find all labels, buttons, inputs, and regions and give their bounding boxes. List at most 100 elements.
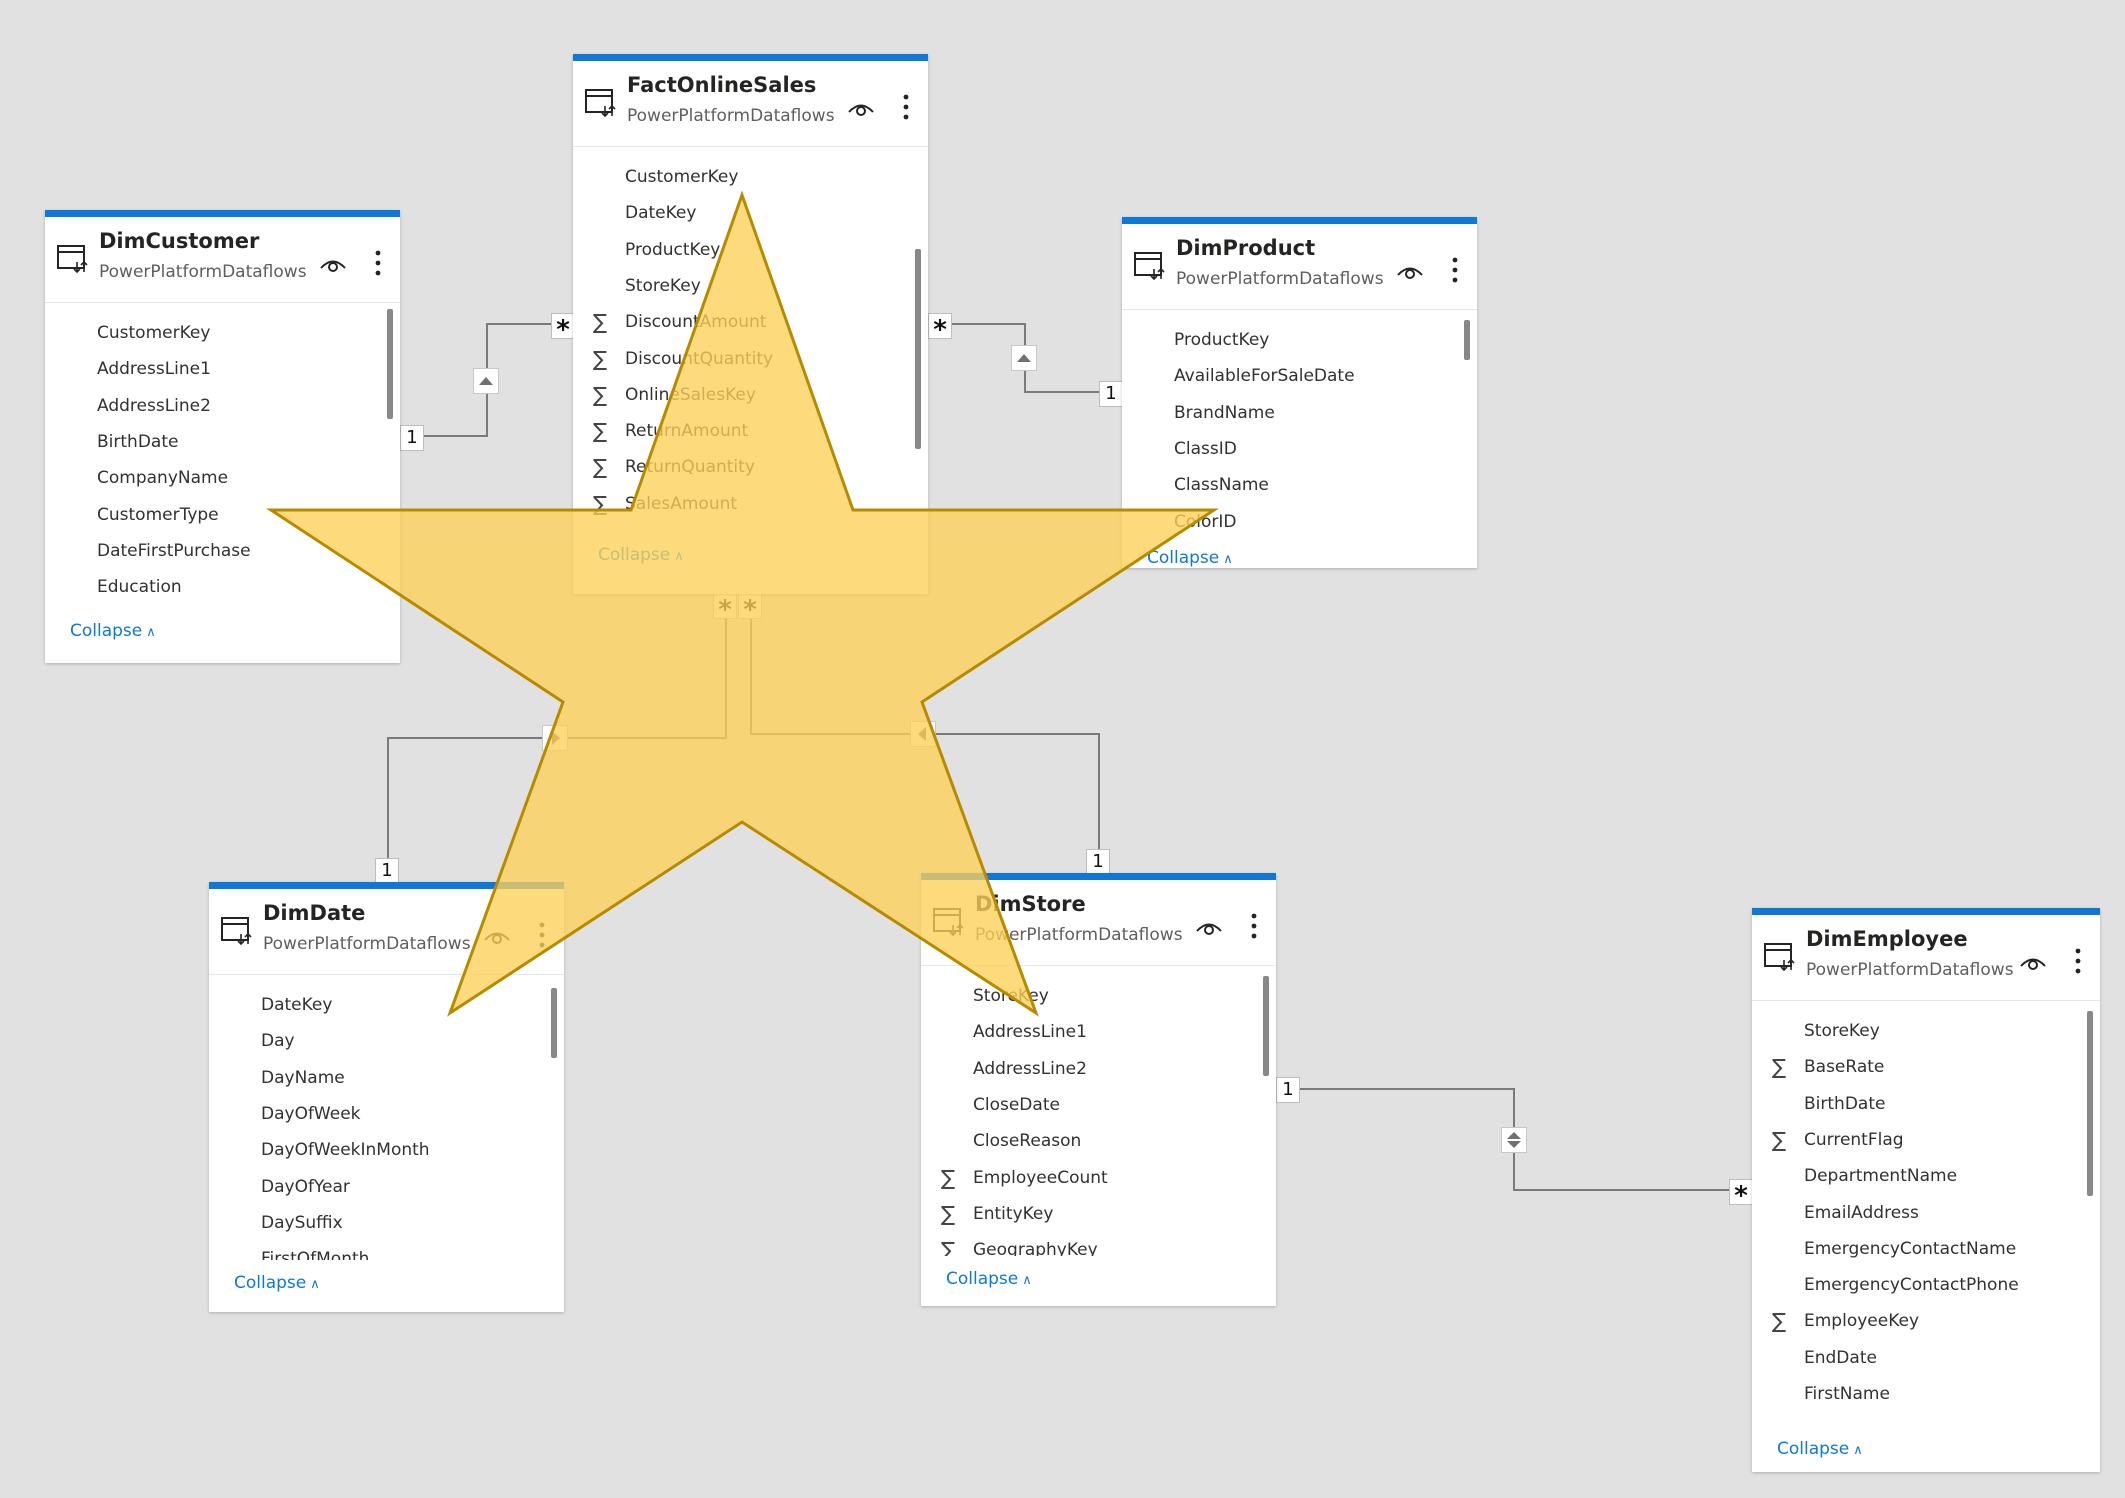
field-row[interactable]: EmergencyContactName bbox=[1752, 1231, 2100, 1267]
field-row[interactable]: StoreKey bbox=[1752, 1013, 2100, 1049]
field-row[interactable]: Education bbox=[45, 569, 400, 605]
visibility-eye-icon[interactable] bbox=[1194, 916, 1224, 938]
field-row[interactable]: EmailAddress bbox=[1752, 1195, 2100, 1231]
field-row[interactable]: ∑DiscountAmount bbox=[573, 304, 928, 340]
field-list-scrollbar[interactable] bbox=[1464, 320, 1470, 360]
crossfilter-both-icon[interactable] bbox=[1501, 1127, 1527, 1153]
field-row[interactable]: AvailableForSaleDate bbox=[1122, 358, 1477, 394]
field-row[interactable]: ∑EntityKey bbox=[921, 1196, 1276, 1232]
field-row[interactable]: DateKey bbox=[573, 195, 928, 231]
field-list-scrollbar[interactable] bbox=[387, 309, 393, 419]
field-row[interactable]: BrandName bbox=[1122, 395, 1477, 431]
field-list-scrollbar[interactable] bbox=[2087, 1011, 2093, 1196]
field-list-scrollbar[interactable] bbox=[551, 988, 557, 1058]
field-row[interactable]: ∑CurrentFlag bbox=[1752, 1122, 2100, 1158]
more-options-icon[interactable] bbox=[536, 921, 548, 949]
field-row[interactable]: ∑EmployeeCount bbox=[921, 1160, 1276, 1196]
field-row[interactable]: CloseReason bbox=[921, 1123, 1276, 1159]
field-row[interactable]: DayOfWeekInMonth bbox=[209, 1132, 564, 1168]
field-row[interactable]: Day bbox=[209, 1023, 564, 1059]
field-row[interactable]: BirthDate bbox=[45, 424, 400, 460]
more-options-icon[interactable] bbox=[900, 93, 912, 121]
field-row[interactable]: DayName bbox=[209, 1060, 564, 1096]
field-row[interactable]: ColorID bbox=[1122, 504, 1477, 536]
field-row[interactable]: AddressLine1 bbox=[921, 1014, 1276, 1050]
field-row[interactable]: AddressLine1 bbox=[45, 351, 400, 387]
rel-one-label: 1 bbox=[375, 858, 399, 884]
collapse-link[interactable]: Collapse∧ bbox=[1777, 1439, 1863, 1459]
visibility-eye-icon[interactable] bbox=[318, 253, 348, 275]
field-row[interactable]: CloseDate bbox=[921, 1087, 1276, 1123]
crossfilter-up-icon[interactable] bbox=[473, 368, 499, 394]
visibility-eye-icon[interactable] bbox=[482, 925, 512, 947]
field-row[interactable]: StoreKey bbox=[921, 978, 1276, 1014]
field-row[interactable]: ClassName bbox=[1122, 467, 1477, 503]
more-options-icon[interactable] bbox=[1248, 912, 1260, 940]
field-row[interactable]: ∑ReturnAmount bbox=[573, 413, 928, 449]
field-row[interactable]: ProductKey bbox=[1122, 322, 1477, 358]
field-row[interactable]: ∑EmployeeKey bbox=[1752, 1303, 2100, 1339]
field-list-scrollbar[interactable] bbox=[915, 249, 921, 449]
collapse-link[interactable]: Collapse∧ bbox=[70, 621, 156, 641]
field-row[interactable]: ∑SalesQuantity bbox=[573, 522, 928, 532]
field-row[interactable]: DayOfYear bbox=[209, 1169, 564, 1205]
field-list-scrollbar[interactable] bbox=[1263, 976, 1269, 1076]
field-row[interactable]: BirthDate bbox=[1752, 1086, 2100, 1122]
field-row[interactable]: ClassID bbox=[1122, 431, 1477, 467]
field-row[interactable]: DayOfWeek bbox=[209, 1096, 564, 1132]
visibility-eye-icon[interactable] bbox=[846, 97, 876, 119]
collapse-link[interactable]: Collapse∧ bbox=[946, 1269, 1032, 1289]
field-row[interactable]: DepartmentName bbox=[1752, 1158, 2100, 1194]
more-options-icon[interactable] bbox=[1449, 256, 1461, 284]
field-row[interactable]: ∑DiscountQuantity bbox=[573, 341, 928, 377]
field-row[interactable]: EndDate bbox=[1752, 1340, 2100, 1376]
field-row[interactable]: DateKey bbox=[209, 987, 564, 1023]
field-row[interactable]: CustomerType bbox=[45, 497, 400, 533]
collapse-link[interactable]: Collapse∧ bbox=[598, 545, 684, 565]
field-row[interactable]: CustomerKey bbox=[573, 159, 928, 195]
field-row[interactable]: DateFirstPurchase bbox=[45, 533, 400, 569]
field-row[interactable]: ∑SalesAmount bbox=[573, 486, 928, 522]
field-row[interactable]: ∑OnlineSalesKey bbox=[573, 377, 928, 413]
field-row[interactable]: ∑BaseRate bbox=[1752, 1049, 2100, 1085]
field-row[interactable]: StoreKey bbox=[573, 268, 928, 304]
collapse-link[interactable]: Collapse∧ bbox=[234, 1273, 320, 1293]
field-row[interactable]: DaySuffix bbox=[209, 1205, 564, 1241]
field-row[interactable]: ProductKey bbox=[573, 232, 928, 268]
field-row[interactable]: CustomerKey bbox=[45, 315, 400, 351]
crossfilter-left-icon[interactable] bbox=[910, 721, 936, 747]
field-row[interactable]: ∑GeographyKey bbox=[921, 1232, 1276, 1256]
field-row[interactable]: AddressLine2 bbox=[921, 1051, 1276, 1087]
field-row[interactable]: FirstOfMonth bbox=[209, 1241, 564, 1260]
crossfilter-right-icon[interactable] bbox=[542, 725, 568, 751]
field-row[interactable]: EmergencyContactPhone bbox=[1752, 1267, 2100, 1303]
visibility-eye-icon[interactable] bbox=[1395, 260, 1425, 282]
field-row[interactable]: CompanyName bbox=[45, 460, 400, 496]
visibility-eye-icon[interactable] bbox=[2018, 951, 2048, 973]
more-options-icon[interactable] bbox=[372, 249, 384, 277]
more-options-icon[interactable] bbox=[2072, 947, 2084, 975]
field-row[interactable]: AddressLine2 bbox=[45, 388, 400, 424]
field-row[interactable]: ∑ReturnQuantity bbox=[573, 449, 928, 485]
collapse-link[interactable]: Collapse∧ bbox=[1147, 548, 1233, 568]
crossfilter-up-icon[interactable] bbox=[1011, 345, 1037, 371]
field-row[interactable]: FirstName bbox=[1752, 1376, 2100, 1412]
